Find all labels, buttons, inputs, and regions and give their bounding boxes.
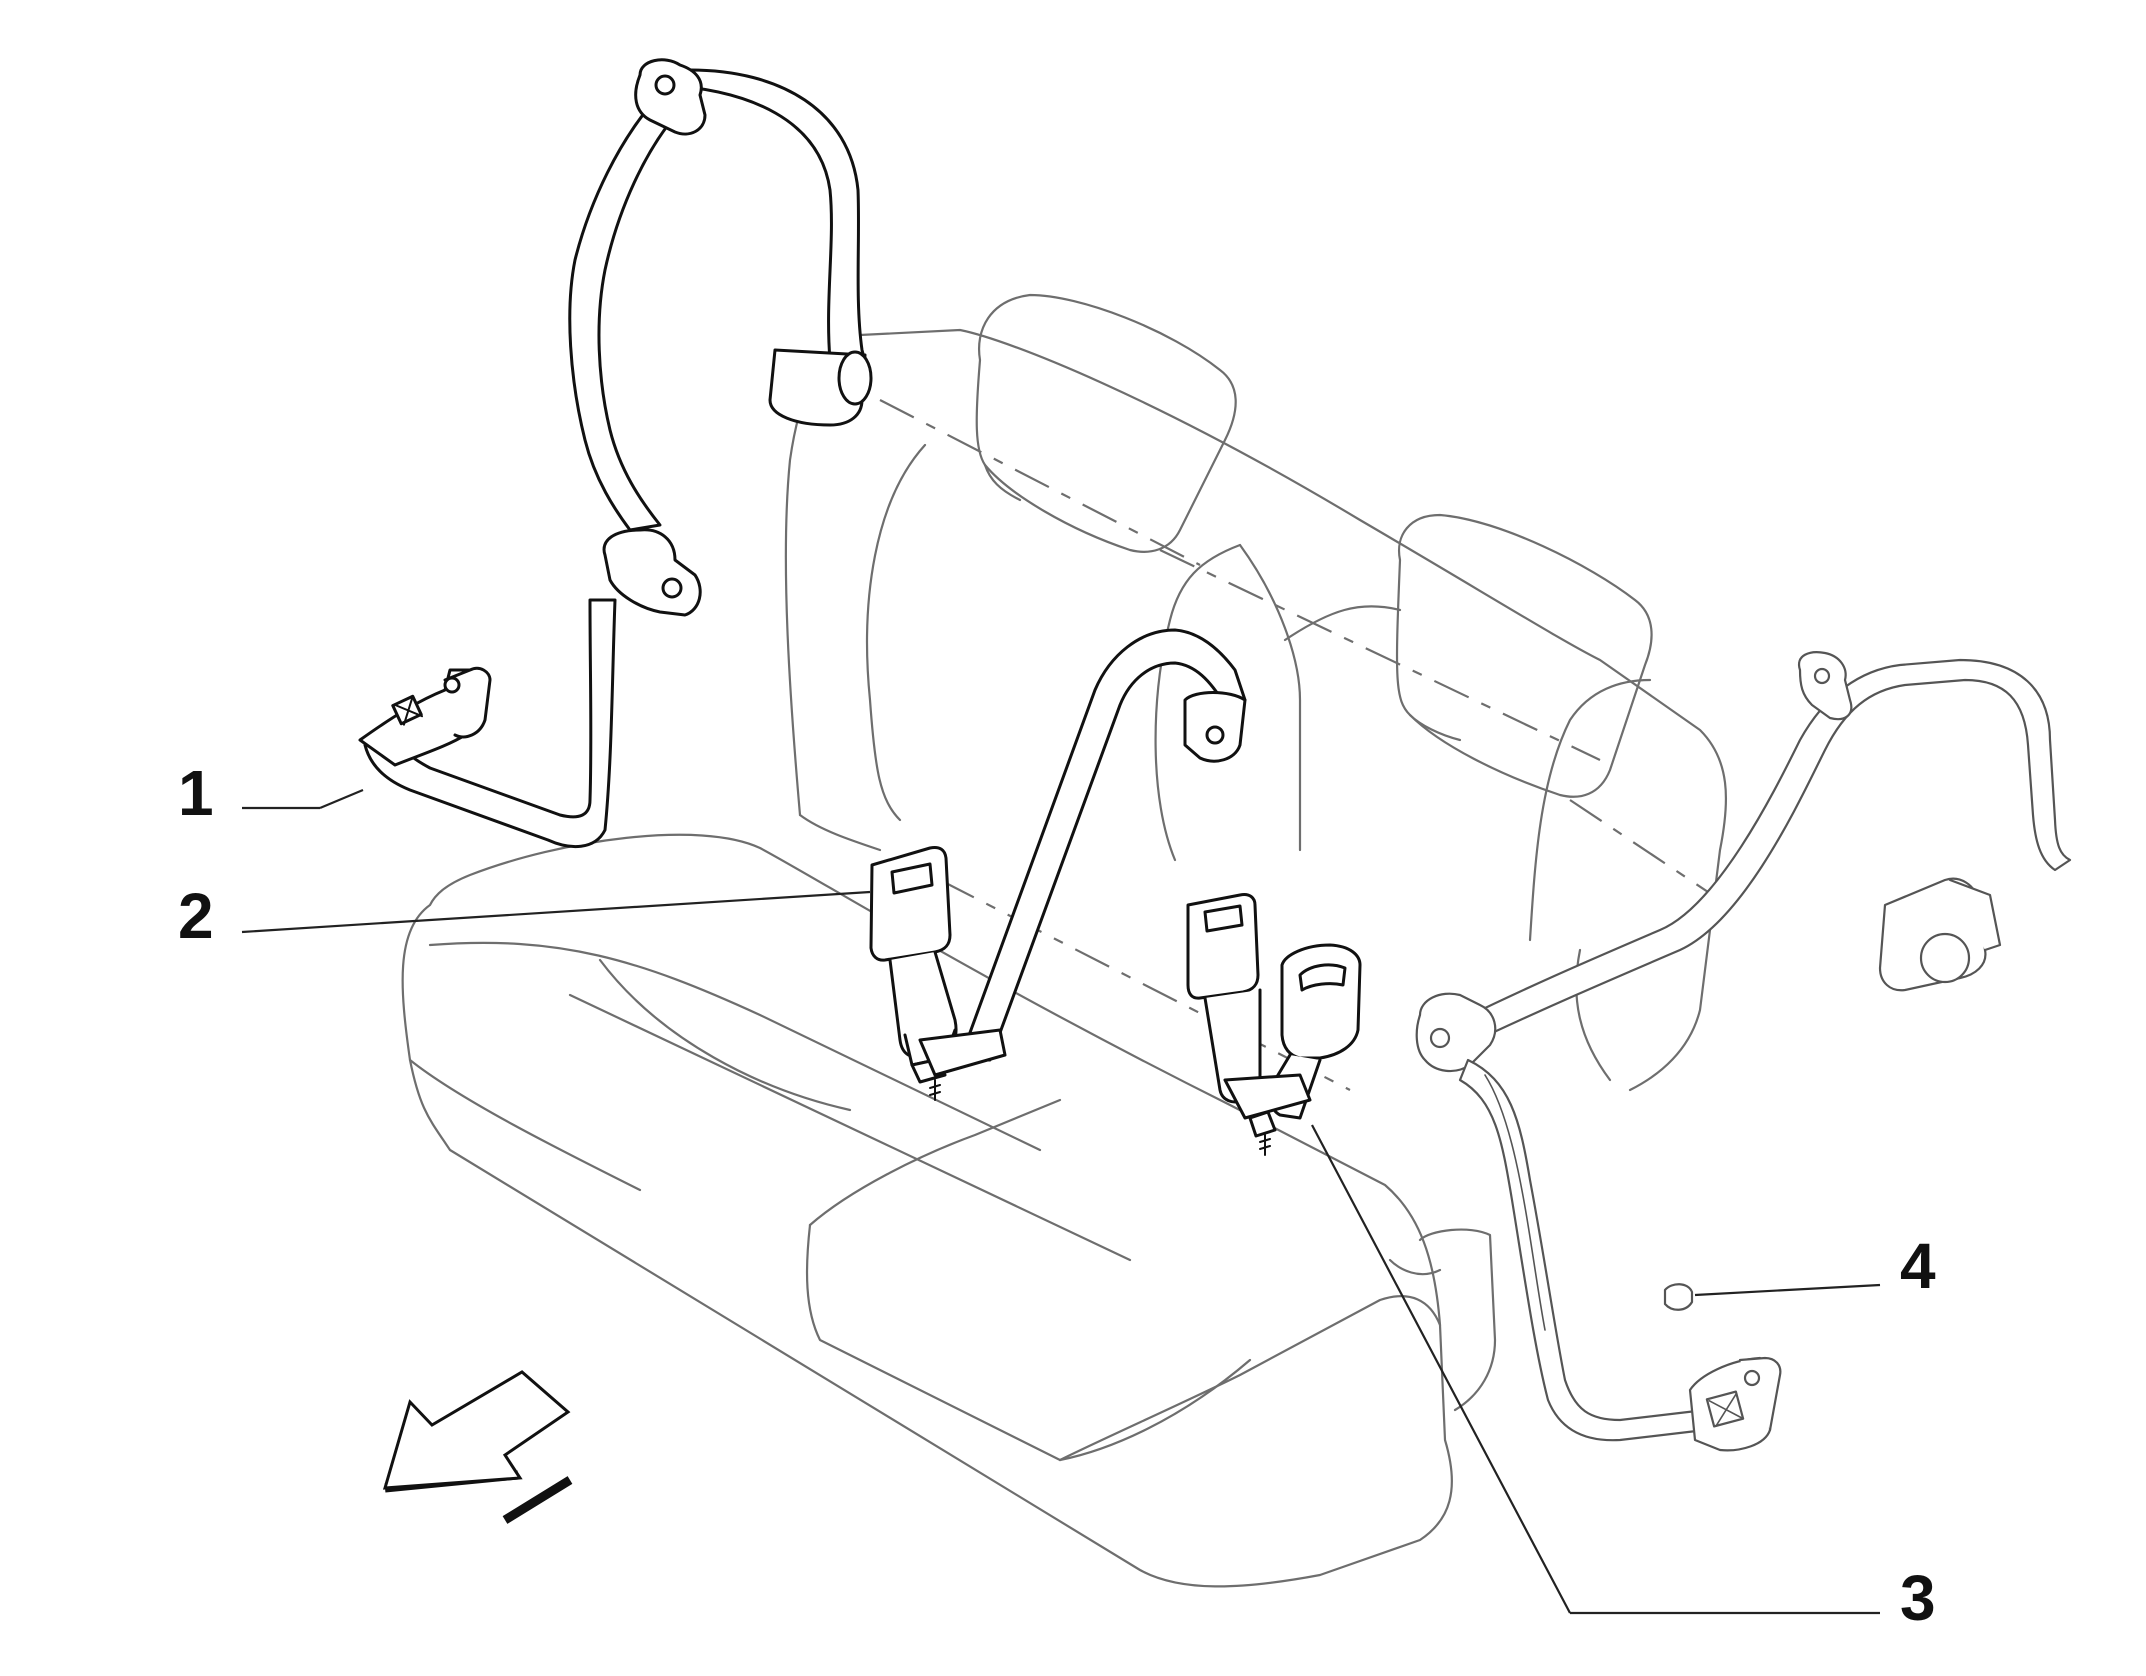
buckle-left-head: [869, 846, 952, 962]
part-4-plug: [1663, 1283, 1694, 1311]
upper-anchor-right: [1797, 651, 1853, 721]
seat-belt-right-assembly: [1415, 651, 2072, 1452]
seat-cushion: [401, 833, 1453, 1588]
upper-anchor-plate: [634, 58, 707, 136]
callout-1: 1: [178, 757, 214, 829]
headrest-right: [1395, 513, 1653, 798]
seat-backrest: [784, 328, 1728, 1092]
callout-4: 4: [1900, 1230, 1936, 1302]
center-lap-belt: [918, 628, 1247, 1077]
callout-2: 2: [178, 880, 214, 952]
headrest-center: [975, 293, 1237, 553]
front-direction-arrow-icon: [382, 1370, 573, 1524]
leader-lines: [241, 788, 1881, 1615]
rear-seat-outline: [401, 293, 1728, 1588]
shoulder-guide-right: [1415, 992, 1497, 1073]
buckle-right-head: [1280, 943, 1362, 1060]
belt-webbing-right: [1438, 658, 2072, 1050]
buckle-double-assembly: [1186, 893, 1362, 1156]
callout-3: 3: [1900, 1562, 1936, 1634]
seat-belt-left-assembly: [358, 58, 873, 849]
mid-anchor-plate: [602, 528, 702, 617]
